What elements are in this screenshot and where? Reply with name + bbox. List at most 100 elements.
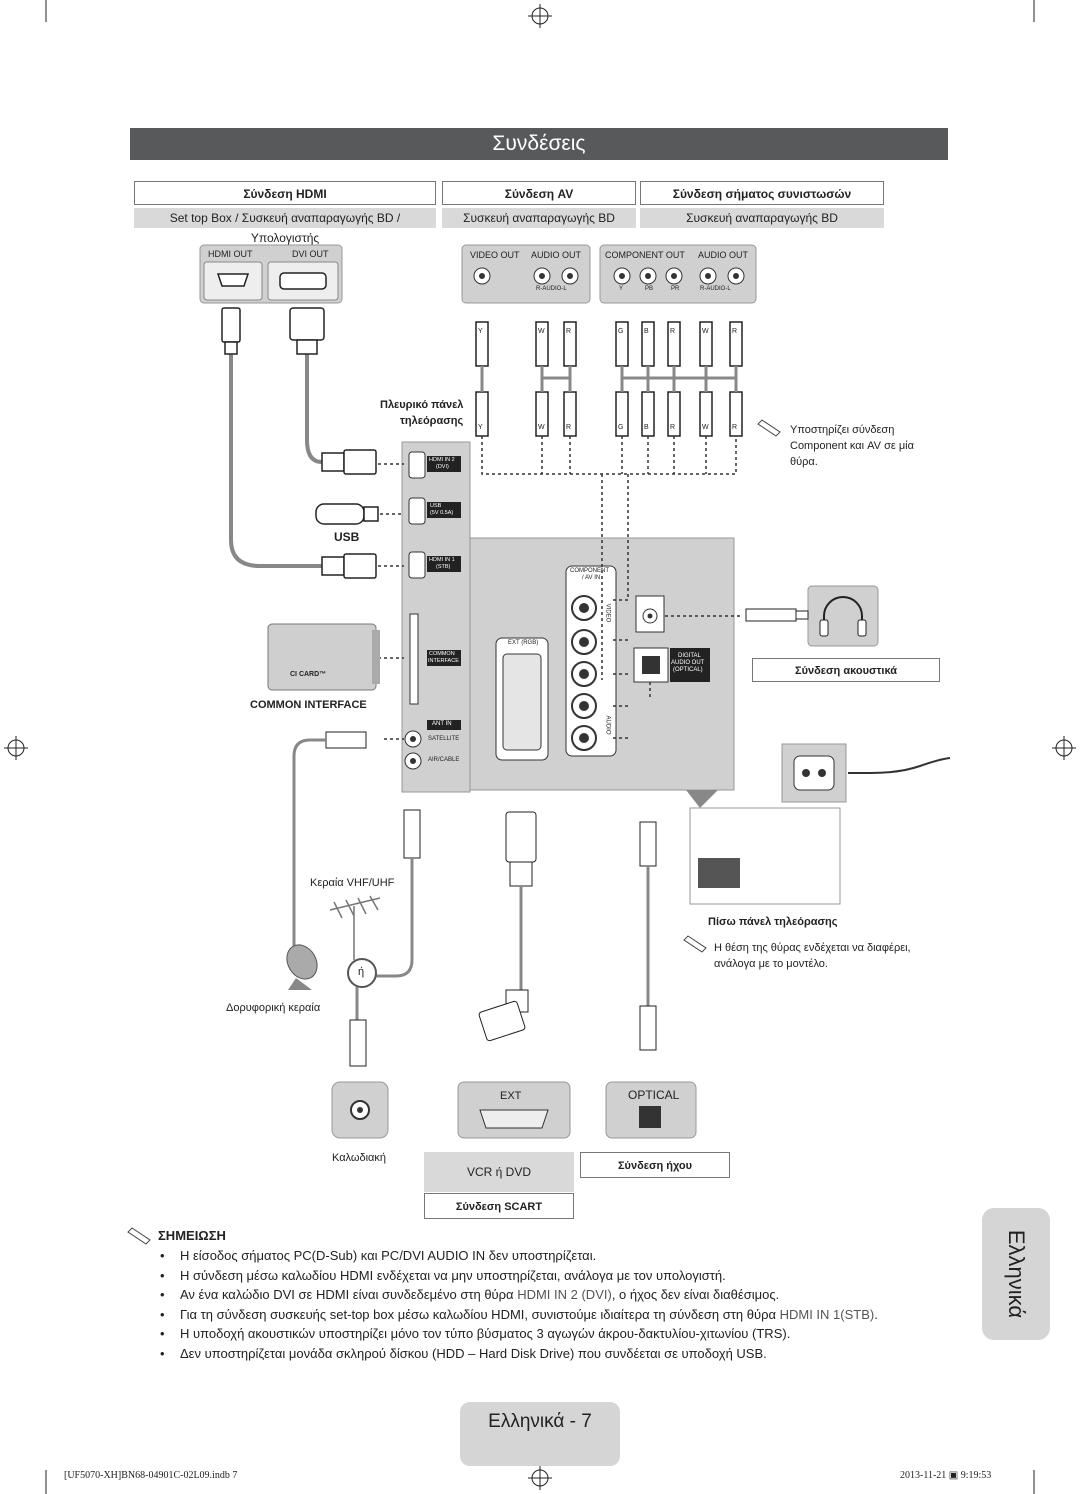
antenna-cables — [292, 731, 421, 1067]
satellite-dish-label: Δορυφορική κεραία — [226, 1002, 321, 1014]
headphones-label: Σύνδεση ακουστικά — [752, 658, 940, 682]
ext-port-icon — [457, 1081, 571, 1139]
cable-label: Καλωδιακή — [332, 1152, 387, 1164]
plug-r-top: R — [566, 328, 572, 335]
dvi-cable — [305, 352, 323, 464]
plug-r2-bottom: R — [670, 424, 676, 431]
optical-label: OPTICAL — [628, 1088, 680, 1102]
supports-note-2: Component και AV σε μία — [790, 440, 914, 452]
common-interface-port-sub: INTERFACE — [428, 658, 459, 664]
page-number-label: Ελληνικά - 7 — [488, 1411, 592, 1432]
plug-w2-top: W — [702, 328, 709, 335]
audio-out-label-2: AUDIO OUT — [698, 250, 749, 260]
note-text: Η σύνδεση μέσω καλωδίου HDMI ενδέχεται ν… — [180, 1267, 726, 1283]
ant-in-label: ANT IN — [432, 721, 452, 727]
note-item: Για τη σύνδεση συσκευής set-top box μέσω… — [160, 1305, 960, 1325]
registration-mark-left — [4, 736, 28, 760]
tv-rear-panel — [469, 537, 735, 791]
note-text: , ο ήχος δεν είναι διαθέσιμος. — [611, 1287, 780, 1302]
hdmi-in1-label: HDMI IN 1 — [429, 557, 455, 563]
rca-cable-bundle — [480, 366, 738, 392]
plug-w-top: W — [538, 328, 545, 335]
note-item: Η υποδοχή ακουστικών υποστηρίζει μόνο το… — [160, 1324, 960, 1344]
av-device-ports — [461, 244, 591, 304]
note-port: HDMI IN 1(STB) — [779, 1306, 875, 1322]
hdmi-plug-side — [321, 449, 377, 579]
language-side-tab: Ελληνικά — [982, 1208, 1050, 1340]
common-interface-label: COMMON INTERFACE — [250, 699, 367, 711]
side-panel-label-1: Πλευρικό πάνελ — [380, 399, 464, 411]
video-out-label: VIDEO OUT — [470, 250, 520, 260]
plug-y-top: Y — [478, 328, 483, 335]
audio-out-label: AUDIO OUT — [531, 250, 582, 260]
optical-cable — [639, 821, 657, 1051]
power-socket-icon — [781, 743, 951, 803]
satellite-dish-icon — [286, 944, 318, 990]
supports-note-3: θύρα. — [790, 456, 818, 468]
note-pencil-icon — [127, 419, 781, 1245]
plug-g-top: G — [618, 328, 624, 335]
tv-rear-outline — [686, 790, 841, 905]
air-cable-port-label: AIR/CABLE — [428, 757, 460, 763]
digital-audio-out-optical: (OPTICAL) — [673, 667, 703, 673]
signal-paths — [378, 436, 740, 740]
hdmi-cable — [229, 350, 322, 568]
plug-b-bottom: B — [644, 424, 649, 431]
component-section-devices: Συσκευή αναπαραγωγής BD — [640, 208, 884, 228]
ext-rgb-label: EXT (RGB) — [508, 640, 539, 646]
plug-r2-top: R — [670, 328, 676, 335]
component-section-label: Σύνδεση σήματος συνιστωσών — [640, 181, 884, 205]
component-device-ports — [599, 244, 757, 304]
plug-w-bottom: W — [538, 424, 545, 431]
ci-card-label: CI CARD™ — [290, 671, 327, 678]
plug-y-bottom: Y — [478, 424, 483, 431]
hdmi-in2-label: HDMI IN 2 — [429, 457, 455, 463]
note-text: Η υποδοχή ακουστικών υποστηρίζει μόνο το… — [180, 1326, 791, 1341]
hdmi-in1-sub: (STB) — [436, 564, 451, 570]
hdmi-in2-sub: (DVI) — [436, 464, 449, 470]
note-text: Δεν υποστηρίζεται μονάδα σκληρού δίσκου … — [180, 1345, 767, 1361]
note-port: HDMI IN 2 (DVI) — [517, 1287, 612, 1302]
plug-r-bottom: R — [566, 424, 572, 431]
component-av-in-sub: / AV IN — [582, 575, 601, 581]
hdmi-device-ports — [199, 244, 343, 304]
audio-connection-label: Σύνδεση ήχου — [580, 1152, 730, 1178]
note-item: Δεν υποστηρίζεται μονάδα σκληρού δίσκου … — [160, 1344, 960, 1364]
note-heading: ΣΗΜΕΙΩΣΗ — [158, 1228, 226, 1243]
component-out-label: COMPONENT OUT — [605, 250, 685, 260]
notes-list: Η είσοδος σήματος PC(D-Sub) και PC/DVI A… — [160, 1246, 960, 1363]
optical-port-icon — [605, 1081, 697, 1139]
or-label: ή — [358, 966, 365, 978]
y-label: Y — [619, 286, 624, 292]
plug-r3-bottom: R — [732, 424, 738, 431]
plug-r3-top: R — [732, 328, 738, 335]
pr-label: PR — [671, 286, 680, 292]
vcr-dvd-label: VCR ή DVD — [424, 1152, 574, 1192]
plug-g-bottom: G — [618, 424, 624, 431]
audio-vertical-label: AUDIO — [604, 715, 611, 735]
position-note-1: Η θέση της θύρας ενδέχεται να διαφέρει, — [714, 942, 911, 954]
r-audio-l-label: R-AUDIO-L — [536, 286, 567, 292]
ci-card — [267, 623, 380, 691]
video-vertical-label: VIDEO — [604, 603, 611, 623]
digital-audio-out-label: DIGITAL — [678, 653, 701, 659]
registration-mark-top — [528, 4, 552, 28]
headphones-icon — [745, 585, 879, 647]
rca-plugs-bottom — [475, 391, 743, 437]
cable-port-icon — [331, 1081, 389, 1139]
page-number-tab: Ελληνικά - 7 — [460, 1402, 620, 1466]
rear-panel-label: Πίσω πάνελ τηλεόρασης — [708, 916, 838, 928]
side-panel-label-2: τηλεόρασης — [400, 415, 464, 427]
usb-stick — [315, 503, 379, 525]
vhf-antenna-icon — [329, 895, 381, 960]
note-text: Η είσοδος σήματος PC(D-Sub) και PC/DVI A… — [180, 1248, 597, 1263]
note-item: Αν ένα καλώδιο DVI σε HDMI είναι συνδεδε… — [160, 1285, 960, 1305]
ext-label: EXT — [500, 1090, 522, 1102]
hdmi-section-devices: Set top Box / Συσκευή αναπαραγωγής BD / … — [134, 208, 436, 245]
vhf-antenna-label: Κεραία VHF/UHF — [310, 877, 395, 889]
note-text: Αν ένα καλώδιο DVI σε HDMI είναι συνδεδε… — [180, 1287, 518, 1302]
plug-b-top: B — [644, 328, 649, 335]
language-side-tab-label: Ελληνικά — [1004, 1229, 1029, 1319]
pb-label: PB — [645, 286, 654, 292]
